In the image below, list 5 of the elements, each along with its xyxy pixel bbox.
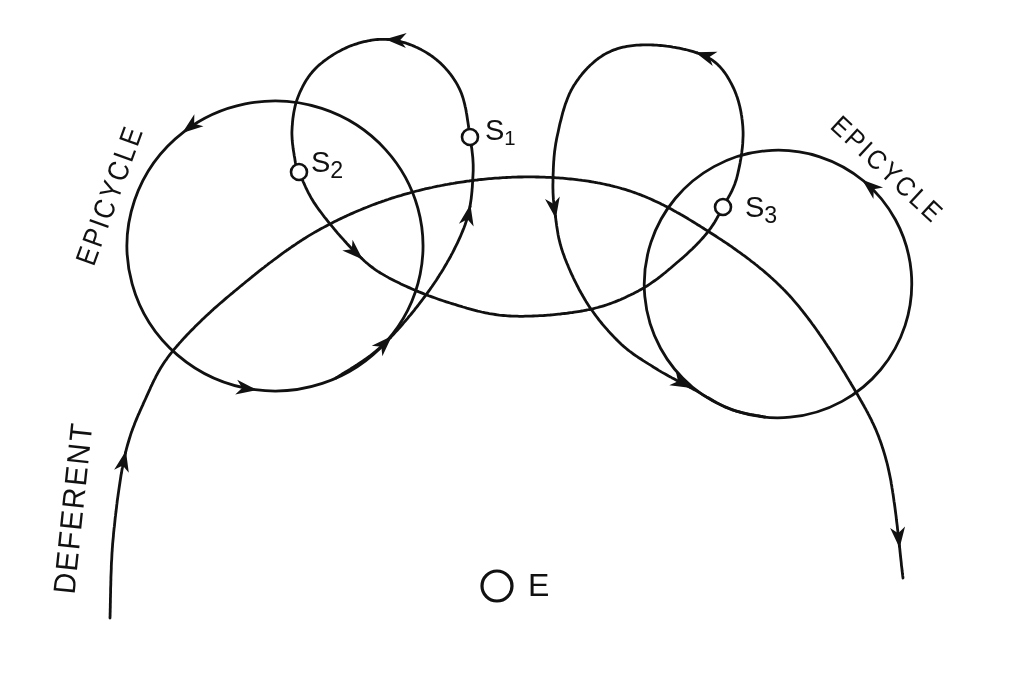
point-label: S$_{3}$	[745, 193, 778, 222]
curve-label: DEFERENT	[48, 420, 98, 596]
point-label: S$_{2}$	[311, 148, 344, 177]
point-label: E	[528, 569, 550, 601]
point-label: S$_{1}$	[485, 116, 516, 145]
